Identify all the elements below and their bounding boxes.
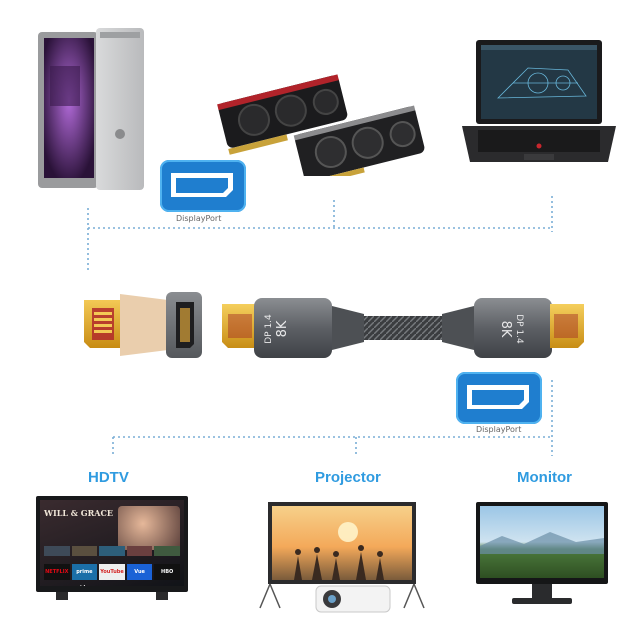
pc-tower-image [38,28,144,190]
monitor-image [476,502,608,604]
laptop-image [462,40,616,162]
displayport-cable-image [222,298,584,358]
displayport-icon [171,173,233,197]
monitor-label: Monitor [517,469,572,486]
output-port-label: DisplayPort [476,425,522,434]
hdtv-image: WILL & GRACE NETFLIX prime video YouTube… [36,496,188,600]
tv-app-hbo: HBO [154,564,180,580]
tv-app-youtube: YouTube [99,564,125,580]
right-plug-label: DP 1.4 8K [486,299,526,359]
displayport-adapter-image [84,292,202,358]
hdtv-label: HDTV [88,469,129,486]
left-plug-resolution: 8K [275,320,290,338]
left-plug-label: DP 1.4 8K [262,299,302,359]
tv-app-netflix: NETFLIX [44,564,70,580]
displayport-badge-source [160,160,246,212]
right-plug-version: DP 1.4 [514,314,524,344]
graphics-cards-image [217,74,425,176]
displayport-icon [467,385,529,409]
displayport-badge-output [456,372,542,424]
tv-show-title: WILL & GRACE [44,508,113,518]
tv-app-vue: Vue [126,564,153,580]
right-plug-resolution: 8K [498,320,513,338]
source-port-label: DisplayPort [176,214,222,223]
projector-label: Projector [315,469,381,486]
tv-cast-photo [118,506,180,550]
projector-screen-image [259,502,425,613]
left-plug-version: DP 1.4 [264,314,274,344]
tv-app-prime: prime video [71,564,98,586]
